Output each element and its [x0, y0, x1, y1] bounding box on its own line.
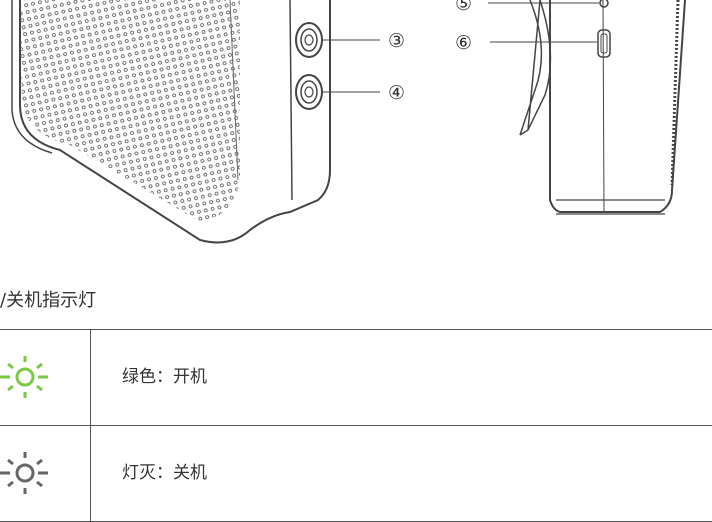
indicator-description: 绿色：开机: [122, 367, 207, 387]
port-3-jack: [295, 22, 380, 58]
callout-4: ④: [388, 82, 405, 104]
speaker-side-view: [488, 0, 686, 215]
speaker-grille: [20, 0, 240, 222]
device-illustration: ③ ④ ⑤ ⑥: [11, 0, 686, 244]
callout-6: ⑥: [455, 32, 472, 54]
indicator-table: 绿色：开机 灯灭：关机: [0, 329, 712, 522]
port-4-jack: [295, 74, 380, 110]
speaker-front-view: [11, 0, 331, 244]
icon-cell: [0, 330, 91, 425]
callout-5: ⑤: [455, 0, 472, 15]
table-row: 绿色：开机: [0, 329, 712, 426]
indicator-section-title: /关机指示灯: [0, 290, 97, 311]
light-off-icon: [0, 452, 48, 494]
table-row: 灯灭：关机: [0, 426, 712, 522]
light-on-icon: [0, 356, 48, 398]
indicator-description: 灯灭：关机: [122, 463, 207, 483]
callout-3: ③: [388, 30, 405, 52]
strap: [519, 0, 552, 136]
port-5-hole: [599, 0, 609, 8]
icon-cell: [0, 426, 91, 521]
port-6-usb: [597, 29, 611, 58]
